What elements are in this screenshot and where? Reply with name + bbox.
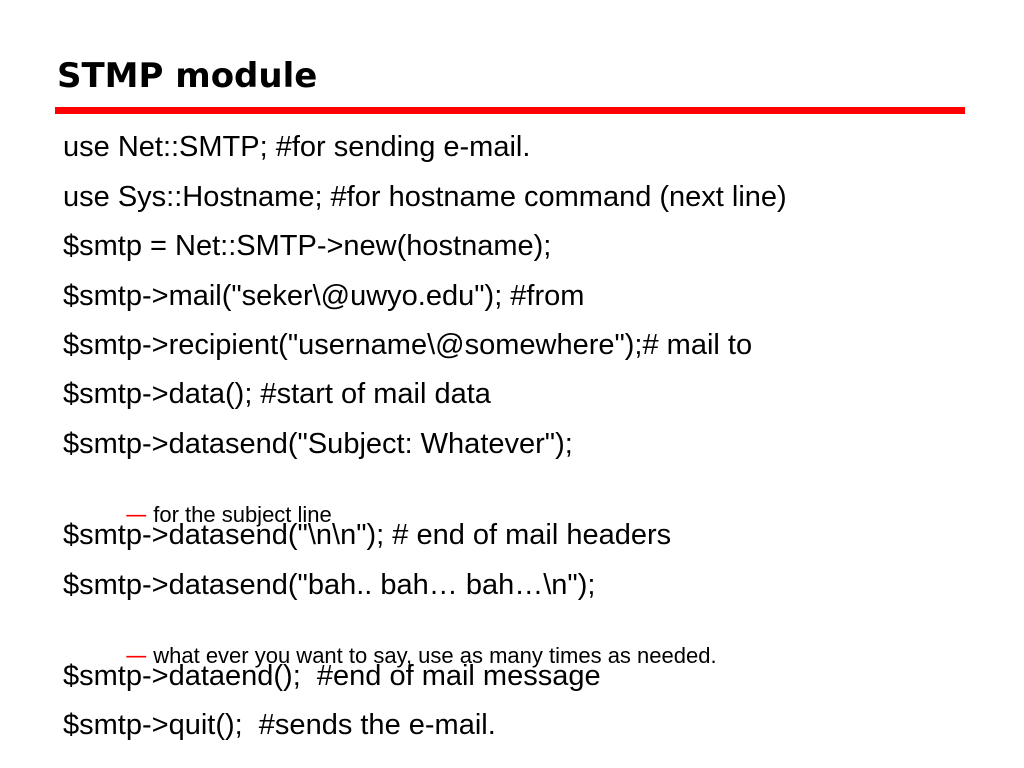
code-line-smtp-mail: $smtp->mail("seker\@uwyo.edu"); #from — [63, 280, 585, 312]
sub-bullet-subject-line: —for the subject line — [113, 476, 332, 529]
slide-title: STMP module — [57, 56, 318, 96]
sub-bullet-what-ever: —what ever you want to say, use as many … — [113, 617, 717, 670]
code-line-smtp-datasend-headers: $smtp->datasend("\n\n"); # end of mail h… — [63, 519, 672, 551]
code-line-smtp-quit: $smtp->quit(); #sends the e-mail. — [63, 709, 496, 741]
code-line-smtp-datasend-subject: $smtp->datasend("Subject: Whatever"); — [63, 428, 573, 460]
code-line-smtp-data: $smtp->data(); #start of mail data — [63, 378, 491, 410]
sub-bullet-text: for the subject line — [153, 502, 332, 527]
sub-bullet-text: what ever you want to say, use as many t… — [153, 643, 717, 668]
code-line-use-sys-hostname: use Sys::Hostname; #for hostname command… — [63, 181, 787, 213]
code-line-use-net-smtp: use Net::SMTP; #for sending e-mail. — [63, 131, 531, 163]
title-underline — [55, 107, 965, 114]
dash-marker-icon: — — [125, 503, 148, 528]
code-line-smtp-datasend-body: $smtp->datasend("bah.. bah… bah…\n"); — [63, 569, 596, 601]
code-line-smtp-new: $smtp = Net::SMTP->new(hostname); — [63, 230, 552, 262]
dash-marker-icon: — — [125, 644, 148, 669]
code-line-smtp-recipient: $smtp->recipient("username\@somewhere");… — [63, 329, 753, 361]
code-line-smtp-dataend: $smtp->dataend(); #end of mail message — [63, 660, 601, 692]
